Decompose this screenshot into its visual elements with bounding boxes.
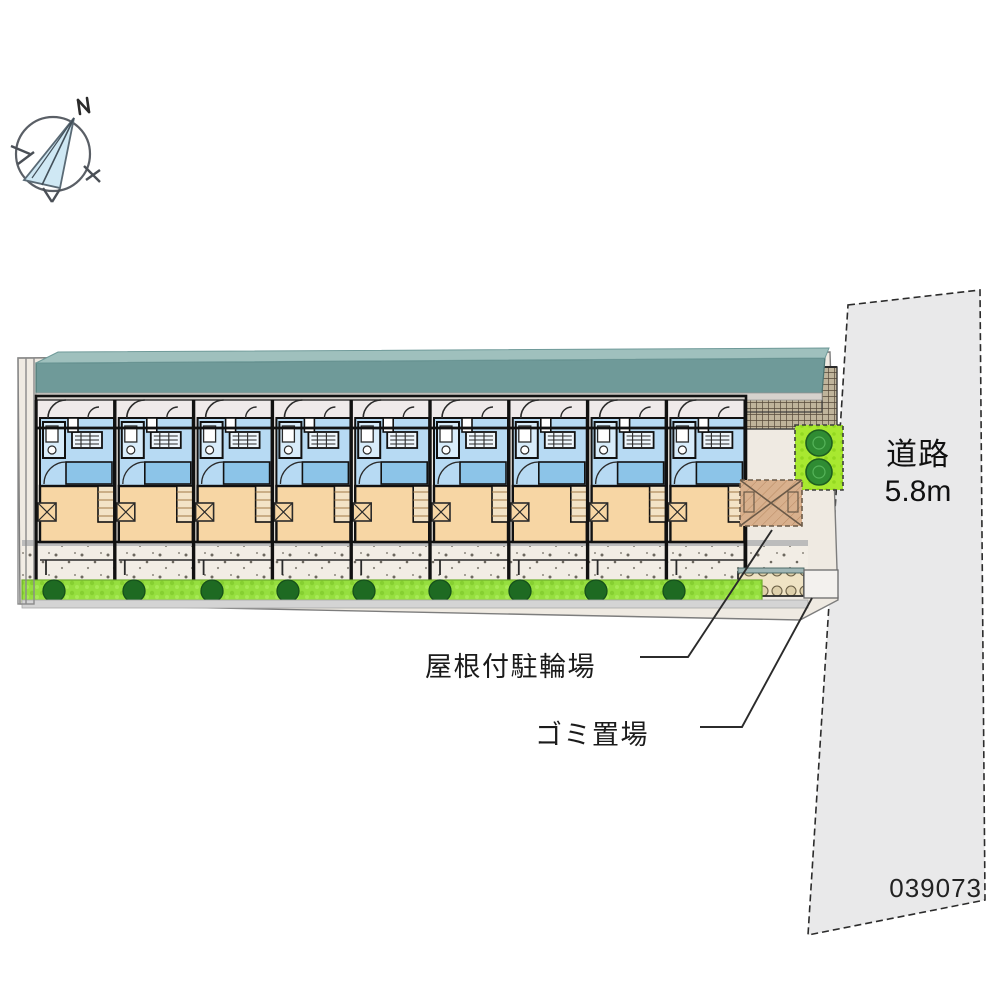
crossed-slab-area: [739, 479, 803, 527]
plan-id-number: 039073: [889, 873, 982, 903]
road-area: [807, 289, 986, 936]
callout-garbage-area: ゴミ置場: [535, 720, 649, 750]
road-label: 道路 5.8m: [858, 437, 978, 509]
road-label-line2: 5.8m: [884, 474, 952, 508]
north-arrow-compass: [8, 92, 108, 207]
shrub: [42, 579, 686, 603]
compass-icon: [10, 96, 101, 203]
callout-covered-bicycle-parking: 屋根付駐輪場: [425, 652, 596, 682]
west-boundary-wall: [17, 357, 35, 605]
road-label-line1: 道路: [886, 437, 950, 472]
building-roof: [35, 347, 830, 401]
front-hedge: [21, 579, 809, 609]
callout-leaders: [640, 529, 813, 728]
planter-with-trees: [794, 424, 844, 491]
